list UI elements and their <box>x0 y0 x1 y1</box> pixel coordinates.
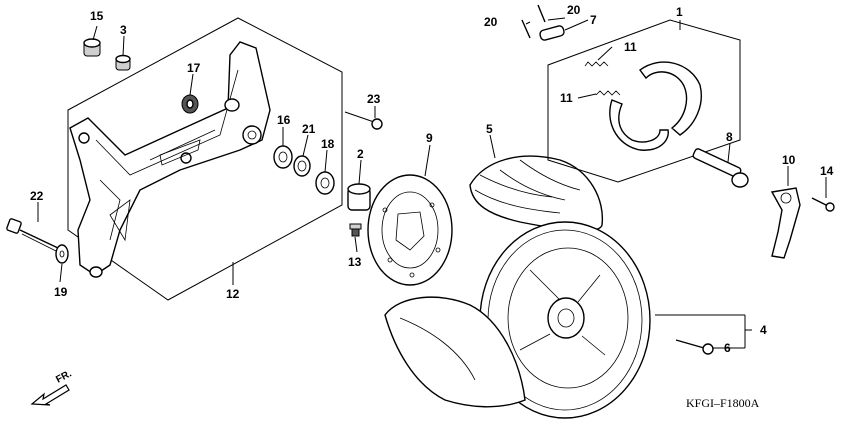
bushing-17 <box>181 94 199 114</box>
callout-8: 8 <box>726 130 733 144</box>
brake-cam-8 <box>692 148 749 188</box>
brake-shoes <box>609 61 702 151</box>
plate-7 <box>539 25 565 41</box>
callout-17: 17 <box>187 61 201 75</box>
callout-15: 15 <box>90 9 104 23</box>
diagram-part-code: KFGI–F1800A <box>686 396 760 410</box>
bolt-23 <box>344 111 383 130</box>
rear-wheel-rim <box>479 221 651 419</box>
callout-16: 16 <box>277 113 291 127</box>
callout-23: 23 <box>367 92 381 106</box>
swingarm-assembly-box <box>67 17 343 301</box>
direction-label: FR. <box>54 368 74 385</box>
callout-11-upper: 11 <box>624 40 637 54</box>
callout-22: 22 <box>30 189 44 203</box>
valve-6 <box>675 339 714 355</box>
bearing-18 <box>315 171 335 195</box>
brake-shoe-box <box>547 19 741 183</box>
bearing-16 <box>273 145 293 169</box>
collar-3 <box>115 54 131 71</box>
brake-disc-9 <box>367 174 453 286</box>
callout-20-left: 20 <box>484 15 498 29</box>
seal-21 <box>293 155 311 177</box>
tire-lower <box>384 296 526 408</box>
washer-19 <box>55 244 69 264</box>
callout-4: 4 <box>760 323 767 337</box>
callout-19: 19 <box>54 285 68 299</box>
callout-5: 5 <box>486 122 493 136</box>
spring-11-lower <box>595 90 621 96</box>
tire-5 <box>469 155 604 232</box>
front-direction-arrow-icon <box>30 384 70 406</box>
callout-12: 12 <box>226 287 240 301</box>
callout-10: 10 <box>782 153 796 167</box>
callout-6: 6 <box>724 341 731 355</box>
brake-arm-10 <box>770 187 801 259</box>
callout-11-lower: 11 <box>560 91 573 105</box>
rear-swingarm <box>69 41 271 278</box>
callout-7: 7 <box>590 13 597 27</box>
callout-13: 13 <box>348 255 362 269</box>
collar-2 <box>347 183 371 211</box>
callout-20-right: 20 <box>567 3 581 17</box>
callout-1: 1 <box>676 5 683 19</box>
callout-3: 3 <box>120 23 127 37</box>
bolt-14 <box>811 197 835 212</box>
callout-21: 21 <box>302 122 316 136</box>
disc-bolt-13 <box>349 223 362 237</box>
callout-2: 2 <box>357 147 364 161</box>
callout-18: 18 <box>321 137 335 151</box>
callout-14: 14 <box>820 164 834 178</box>
cap-nut-15 <box>83 38 101 57</box>
pin-20-left <box>521 19 531 39</box>
callout-9: 9 <box>426 131 433 145</box>
bolt-22 <box>6 218 59 253</box>
spring-11-upper <box>584 61 609 67</box>
pin-20-right <box>537 4 546 23</box>
